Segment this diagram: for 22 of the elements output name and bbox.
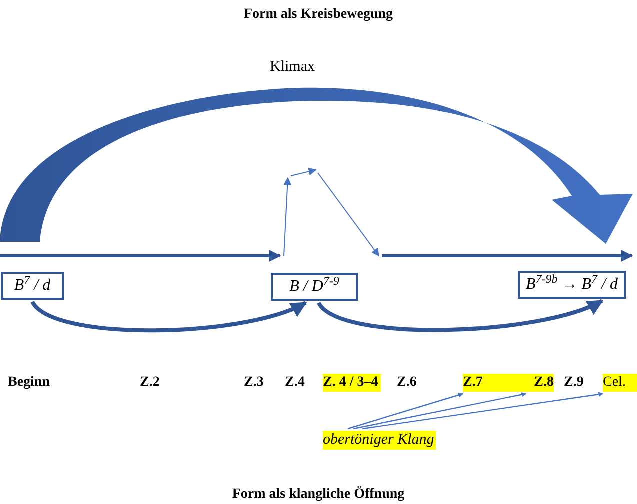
highlighted-note: obertöniger Klang	[323, 431, 436, 450]
bar-label: Z.9	[564, 374, 584, 392]
arrow	[348, 392, 464, 430]
caption: Form als klangliche Öffnung	[232, 486, 405, 504]
bar-label: Z.3	[244, 374, 264, 392]
curved-arrow	[317, 299, 604, 332]
curved-arrow	[31, 300, 308, 333]
arrow	[362, 392, 604, 430]
bar-label: Beginn	[8, 374, 50, 392]
highlighted-bar-label: Cel.	[603, 374, 637, 392]
bar-label: Z.4	[285, 374, 305, 392]
climax-label: Klimax	[270, 58, 315, 76]
highlighted-bar-label: Z.7	[463, 374, 503, 392]
highlighted-bar-label: Z. 4 / 3–4	[323, 374, 381, 392]
title: Form als Kreisbewegung	[244, 6, 394, 24]
chord-box: B$^{7}$ / d	[1, 272, 64, 300]
highlighted-bar-label: Z.8	[503, 374, 554, 392]
arrow	[353, 392, 526, 430]
bar-label: Z.2	[140, 374, 160, 392]
chord-box: B$^{7-9b}$ → B$^{7}$ / d	[518, 271, 626, 299]
bar-label: Z.6	[397, 374, 417, 392]
chord-box: B / D$^{7-9}$	[271, 273, 358, 301]
